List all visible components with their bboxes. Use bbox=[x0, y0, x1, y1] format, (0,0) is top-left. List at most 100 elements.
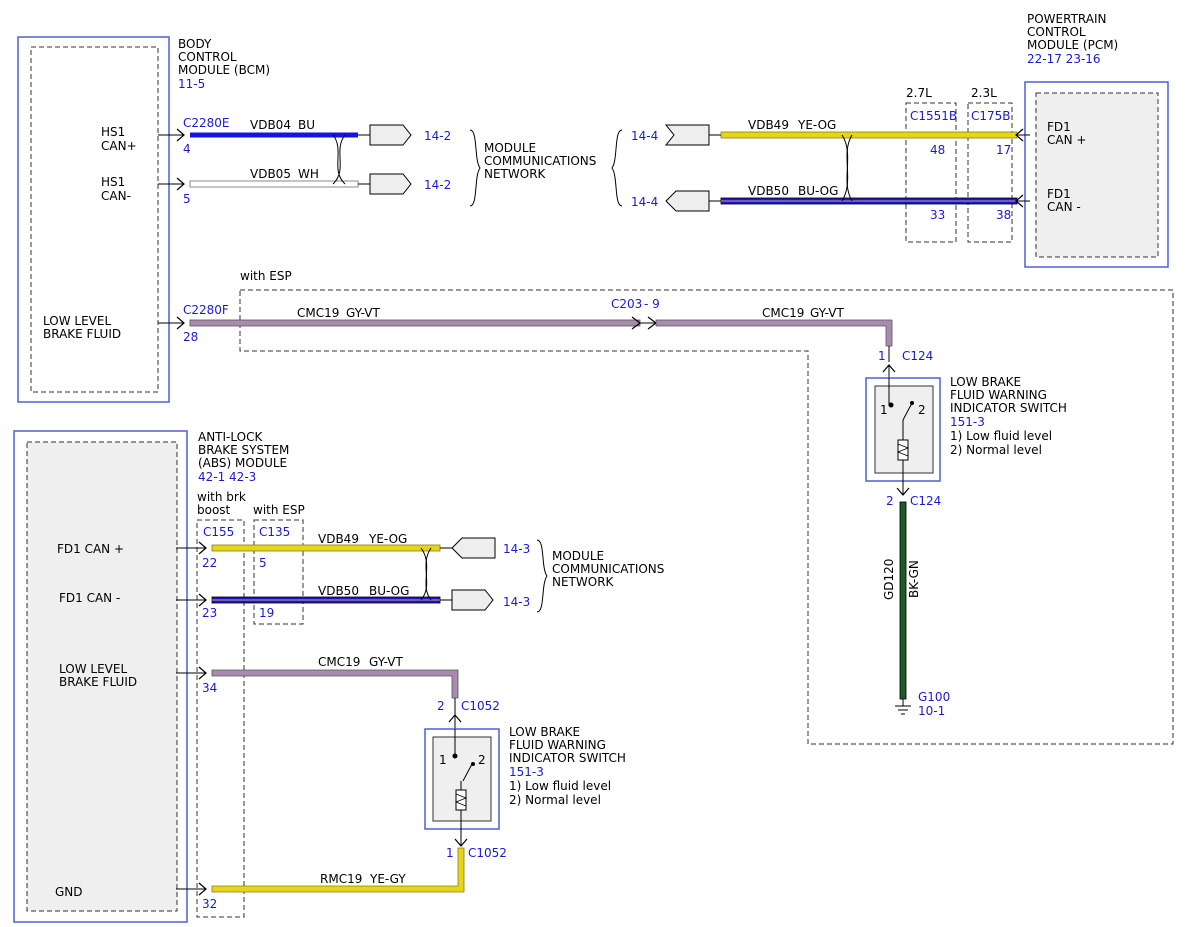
abs-flag-2[interactable] bbox=[451, 589, 494, 611]
cmc19-top-color-b: GY-VT bbox=[810, 306, 844, 320]
ref-14-4-b[interactable]: 14-4 bbox=[631, 195, 658, 209]
pcm-conn-b-box bbox=[967, 102, 1013, 243]
pcm-pin-fd1-plus-1: FD1 bbox=[1047, 120, 1071, 134]
esp-label-top: with ESP bbox=[240, 269, 292, 283]
abs-pin-19: 19 bbox=[259, 606, 274, 620]
wire-vdb04[interactable] bbox=[158, 128, 370, 142]
bcm-pin-hs1-minus-1: HS1 bbox=[101, 175, 125, 189]
wire-vdb49-abs[interactable] bbox=[176, 541, 452, 555]
switch-right-ref[interactable]: 151-3 bbox=[950, 415, 985, 429]
pcm-conn-a-box bbox=[905, 102, 957, 243]
engine-2-7l: 2.7L bbox=[906, 86, 932, 100]
bcm-module bbox=[17, 36, 170, 403]
switch-left-connector-bottom[interactable]: C1052 bbox=[468, 846, 507, 860]
ref-14-3-b[interactable]: 14-3 bbox=[503, 595, 530, 609]
switch-right-connector-bottom[interactable]: C124 bbox=[910, 494, 941, 508]
bcm-pin-28: 28 bbox=[183, 330, 198, 344]
network-abs-label-1: MODULE bbox=[552, 549, 604, 563]
pcm-title-1: POWERTRAIN bbox=[1027, 12, 1107, 26]
abs-opt-a-2: boost bbox=[197, 503, 231, 517]
vdb49-top-color: YE-OG bbox=[797, 118, 836, 132]
wire-rmc19[interactable] bbox=[176, 847, 465, 896]
abs-title-1: ANTI-LOCK bbox=[198, 430, 263, 444]
abs-pin-34: 34 bbox=[202, 681, 217, 695]
abs-title-2: BRAKE SYSTEM bbox=[198, 443, 289, 457]
abs-conn-b[interactable]: C135 bbox=[259, 525, 290, 539]
bcm-pin-hs1-plus-2: CAN+ bbox=[101, 139, 137, 153]
abs-flag-1[interactable] bbox=[451, 537, 496, 559]
abs-conn-a[interactable]: C155 bbox=[203, 525, 234, 539]
wire-cmc19-top[interactable] bbox=[158, 316, 893, 362]
bcm-connector-f[interactable]: C2280F bbox=[183, 303, 229, 317]
gd120-color: BK-GN bbox=[907, 560, 921, 598]
vdb50-top-color: BU-OG bbox=[798, 184, 838, 198]
switch-right[interactable] bbox=[865, 377, 941, 482]
cmc19-top-circuit-b: CMC19 bbox=[762, 306, 804, 320]
bcm-ref[interactable]: 11-5 bbox=[178, 77, 205, 91]
abs-pin-low-level-1: LOW LEVEL bbox=[59, 662, 127, 676]
bcm-connector-e[interactable]: C2280E bbox=[183, 116, 230, 130]
switch-right-contact-1: 1 bbox=[880, 403, 888, 417]
cmc19-top-color-a: GY-VT bbox=[346, 306, 380, 320]
abs-title-3: (ABS) MODULE bbox=[198, 456, 287, 470]
switch-left-title-1: LOW BRAKE bbox=[509, 725, 580, 739]
cmc19-abs-color: GY-VT bbox=[369, 655, 403, 669]
wire-gd120[interactable] bbox=[895, 501, 911, 715]
switch-left-pin-top: 2 bbox=[437, 699, 445, 713]
switch-left-connector-top[interactable]: C1052 bbox=[461, 699, 500, 713]
esp-region-top bbox=[239, 289, 1174, 745]
network-top-label-3: NETWORK bbox=[484, 167, 547, 181]
pcm-pin-48: 48 bbox=[930, 143, 945, 157]
pcm-flag-2[interactable] bbox=[665, 190, 710, 212]
brace-top-left bbox=[611, 129, 623, 207]
wire-vdb50-abs[interactable] bbox=[176, 593, 452, 607]
wire-vdb05[interactable] bbox=[158, 177, 370, 191]
ref-14-4-a[interactable]: 14-4 bbox=[631, 129, 658, 143]
vdb49-abs-color: YE-OG bbox=[368, 532, 407, 546]
switch-left[interactable] bbox=[424, 728, 500, 830]
switch-left-contact-2: 2 bbox=[478, 753, 486, 767]
pcm-pin-38: 38 bbox=[996, 208, 1011, 222]
pcm-conn-a[interactable]: C1551B bbox=[910, 109, 957, 123]
pcm-pin-fd1-plus-2: CAN + bbox=[1047, 133, 1086, 147]
network-top-label-2: COMMUNICATIONS bbox=[484, 154, 596, 168]
ground-ref[interactable]: 10-1 bbox=[918, 704, 945, 718]
switch-right-title-3: INDICATOR SWITCH bbox=[950, 401, 1067, 415]
abs-conn-a-box bbox=[196, 519, 245, 918]
pcm-pin-fd1-minus-1: FD1 bbox=[1047, 187, 1071, 201]
c203-connector[interactable]: C203 bbox=[611, 297, 642, 311]
switch-left-ref[interactable]: 151-3 bbox=[509, 765, 544, 779]
abs-refs[interactable]: 42-1 42-3 bbox=[198, 470, 256, 484]
switch-right-state-2: 2) Normal level bbox=[950, 443, 1042, 457]
pcm-refs[interactable]: 22-17 23-16 bbox=[1027, 52, 1101, 66]
pcm-flag-1[interactable] bbox=[664, 124, 710, 146]
bcm-flag-1[interactable] bbox=[369, 124, 412, 146]
ref-14-2-a[interactable]: 14-2 bbox=[424, 129, 451, 143]
switch-right-state-1: 1) Low fluid level bbox=[950, 429, 1052, 443]
ground-g100[interactable]: G100 bbox=[918, 690, 950, 704]
bcm-title-2: CONTROL bbox=[178, 50, 237, 64]
switch-right-contact-2: 2 bbox=[918, 403, 926, 417]
ref-14-2-b[interactable]: 14-2 bbox=[424, 178, 451, 192]
wire-vdb50-top[interactable] bbox=[709, 194, 1030, 208]
wire-cmc19-abs[interactable] bbox=[176, 666, 459, 699]
vdb05-circuit: VDB05 bbox=[250, 167, 291, 181]
abs-module bbox=[13, 430, 188, 923]
vdb04-color: BU bbox=[298, 118, 315, 132]
abs-pin-fd1-plus: FD1 CAN + bbox=[57, 542, 124, 556]
pcm-pin-17: 17 bbox=[996, 143, 1011, 157]
switch-right-bottom-arrow bbox=[896, 487, 910, 496]
ref-14-3-a[interactable]: 14-3 bbox=[503, 542, 530, 556]
abs-opt-b: with ESP bbox=[253, 503, 305, 517]
bcm-flag-2[interactable] bbox=[369, 173, 412, 195]
switch-left-bottom-arrow bbox=[454, 838, 468, 847]
bcm-pin-low-level-1: LOW LEVEL bbox=[43, 314, 111, 328]
switch-right-connector-top[interactable]: C124 bbox=[902, 349, 933, 363]
abs-pin-32: 32 bbox=[202, 897, 217, 911]
bcm-pin-hs1-minus-2: CAN- bbox=[101, 189, 131, 203]
rmc19-circuit: RMC19 bbox=[320, 872, 362, 886]
cmc19-abs-circuit: CMC19 bbox=[318, 655, 360, 669]
wire-vdb49-top[interactable] bbox=[709, 128, 1030, 142]
pcm-conn-b[interactable]: C175B bbox=[971, 109, 1011, 123]
